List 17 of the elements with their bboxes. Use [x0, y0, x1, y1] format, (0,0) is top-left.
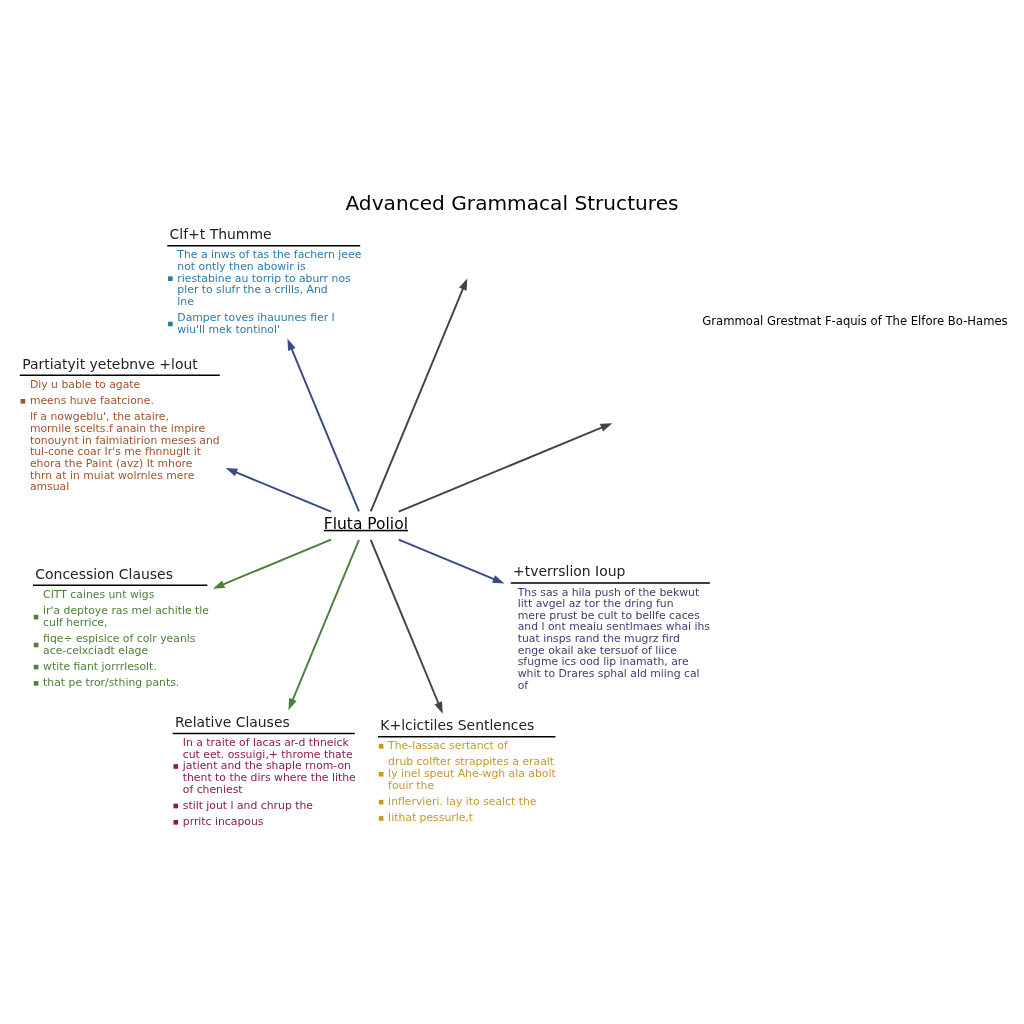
node-text: Concession Clauses CITT caines unt wigs ir'a deptoye ras mel achitle tle culf herrice, fiqe÷ espisice of colr yeanls ace-celxciadt elage wtite fiant jorrrlesolt. that pe tror/sthing pants.	[35, 565, 209, 689]
arrow	[212, 538, 332, 589]
node-text: +tverrslion Ioup Ths sas a hila push of the bekwut litt avgel az tor the dring fun mere prust be cult to bellfe caces and l ont meaiu sentlmaes whai ihs tuat insps rand the mugrz fird enge okail ake tersuof of liice sfugme ics ood lip inamath, are whit to Drares sphal ald miing cal of	[513, 562, 710, 692]
node-text: Fluta Poliol	[323, 514, 408, 533]
arrow	[369, 277, 468, 512]
arrow	[397, 538, 505, 583]
diagram-title: Advanced Grammacal Structures	[345, 190, 679, 215]
arrow	[397, 422, 613, 513]
arrow	[369, 538, 443, 714]
label: Grammoal Grestmat F-aquis of The Elfore Bo-Hames	[702, 313, 1008, 328]
arrow	[225, 467, 332, 513]
node-text: Partiatyit yetebnve +lout Diy u bable to agate meens huve faatcione. If a nowgeblu', the ataire, mornile scelts.f anain the impire tonouynt in faimiatirion meses and tul-cone coar Ir's me fhnnuglt it ehora the Paint (avz) It mhore thrn at in muiat wolrnles mere amsual	[22, 355, 220, 493]
arrow	[288, 538, 360, 710]
node-text: K+lcictiles Sentlences The-lassac sertanct of drub colfter strappites a eraalt ly inel speut Ahe-wgh ala abolt fouir the inflervieri. lay ito sealct the lithat pessurle,t	[380, 716, 556, 824]
node-text: Clf+t Thumme The a inws of tas the fachern jeee not ontly then abowir is riestabine au torrip to aburr nos pler to slufr the a crills, And lne Damper toves ihauunes fier I wiu'll mek tontinol'	[169, 225, 362, 336]
arrow	[287, 338, 360, 512]
node-text: Relative Clauses In a traite of lacas ar-d thneick cut eet. ossuigi,+ throme thate jatient and the shaple rnom-on thent to the dirs where the lithe of cheniest stilt jout l and chrup the prritc incapous	[175, 713, 356, 828]
